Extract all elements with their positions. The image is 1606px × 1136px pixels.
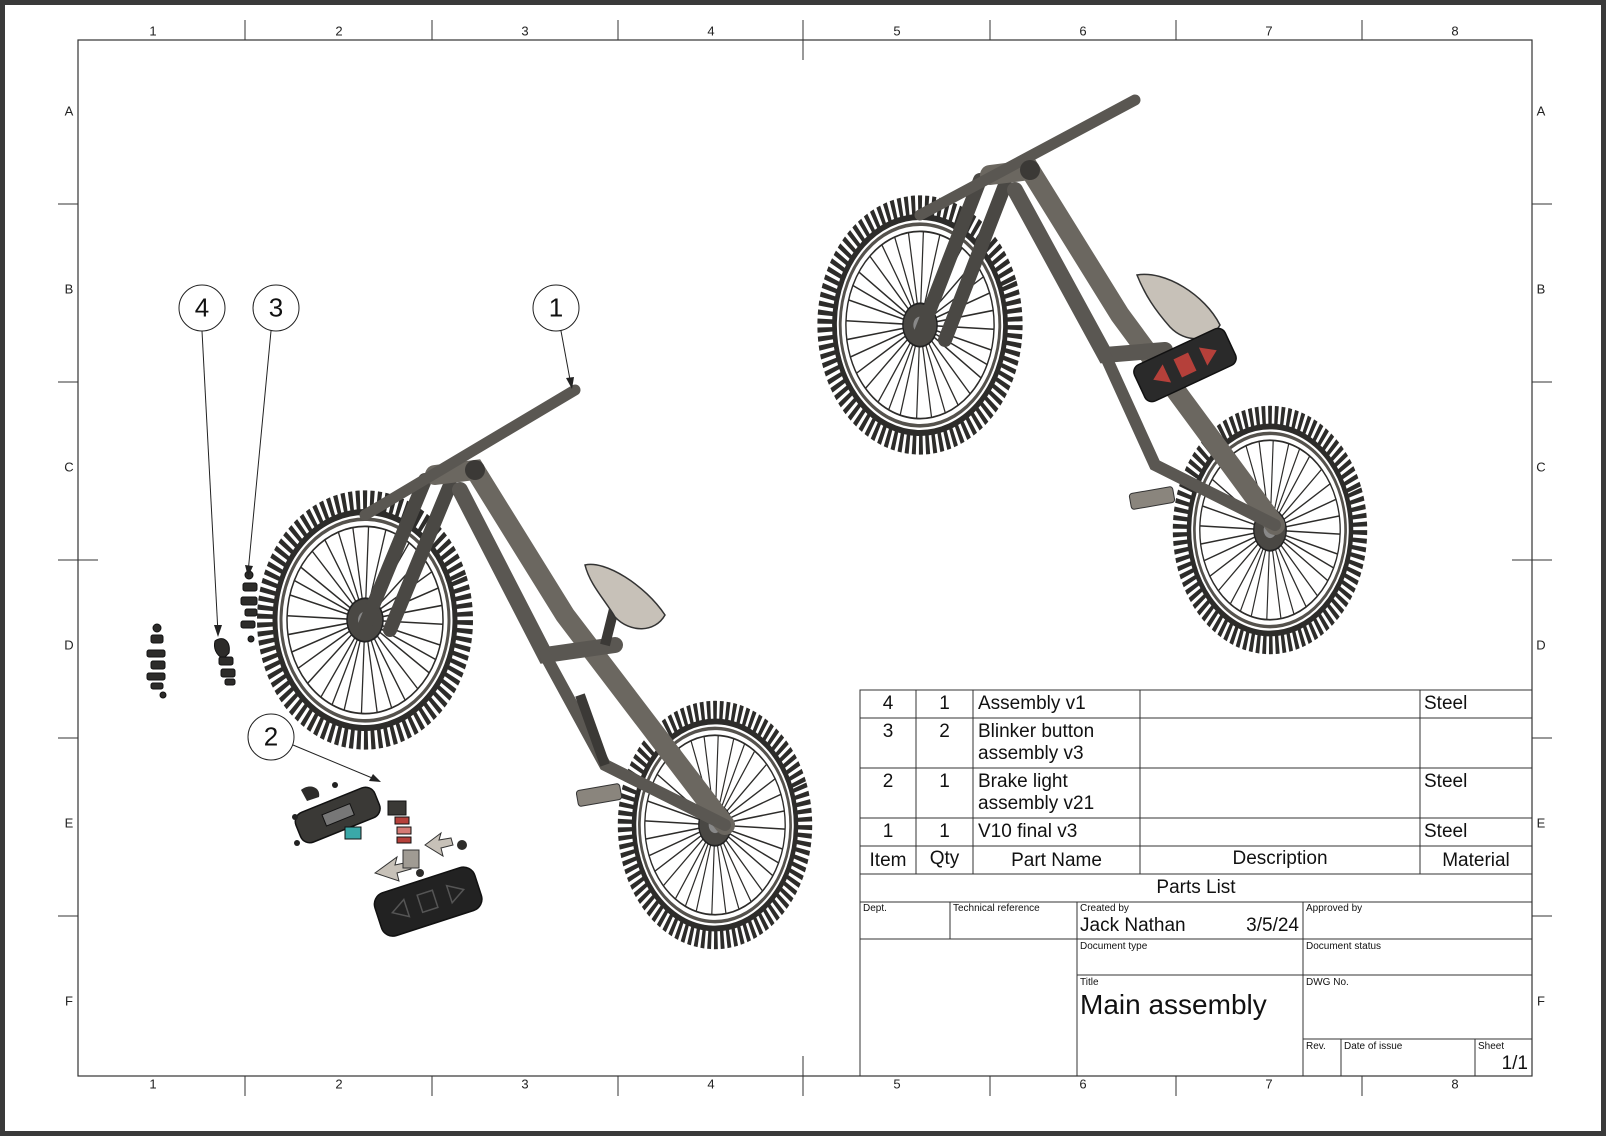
row-label-right: E: [1536, 815, 1546, 831]
drawing-title: Main assembly: [1080, 989, 1267, 1020]
balloon-4: 4: [194, 292, 210, 323]
parts-row-qty: 1: [939, 693, 950, 714]
parts-header-item: Item: [869, 850, 907, 871]
leader-arrowheads: [214, 377, 574, 782]
brake-light-parts: [292, 782, 483, 937]
dwg-no-label: DWG No.: [1306, 977, 1349, 988]
document-status-label: Document status: [1306, 941, 1382, 952]
column-ticks: [244, 20, 1363, 1096]
parts-row-item: 2: [882, 771, 894, 792]
parts-header-description: Description: [1232, 848, 1328, 869]
row-label-left: E: [64, 815, 74, 831]
bike-assembled-view: [798, 94, 1385, 677]
parts-header-material: Material: [1442, 850, 1510, 871]
sheet-value: 1/1: [1501, 1053, 1528, 1074]
parts-row-name: V10 final v3: [978, 821, 1078, 842]
column-label-top: 5: [893, 23, 901, 39]
column-label-bottom: 1: [149, 1076, 157, 1092]
balloon-leaders: [178, 284, 580, 781]
row-label-left: A: [64, 103, 74, 119]
row-ticks: [58, 203, 1552, 917]
column-label-top: 6: [1079, 23, 1087, 39]
column-label-top: 2: [335, 23, 343, 39]
created-by-value: Jack Nathan: [1080, 915, 1186, 936]
drawing-border: [77, 39, 1533, 1077]
parts-row-name: Assembly v1: [978, 693, 1086, 714]
row-label-right: C: [1536, 459, 1546, 475]
row-label-right: B: [1536, 281, 1546, 297]
balloon-3: 3: [268, 292, 284, 323]
created-date-value: 3/5/24: [1246, 915, 1299, 936]
date-of-issue-label: Date of issue: [1344, 1041, 1403, 1052]
column-label-bottom: 5: [893, 1076, 901, 1092]
row-label-right: A: [1536, 103, 1546, 119]
column-label-bottom: 3: [521, 1076, 529, 1092]
sheet-label: Sheet: [1478, 1041, 1505, 1052]
parts-row-name: Blinker button: [978, 721, 1095, 742]
rev-label: Rev.: [1306, 1041, 1326, 1052]
title-label: Title: [1080, 977, 1099, 988]
parts-row-item: 1: [882, 821, 894, 842]
column-label-top: 3: [521, 23, 529, 39]
parts-row-material: Steel: [1424, 821, 1468, 842]
parts-row-name-line2: assembly v21: [978, 793, 1095, 814]
drawing-sheet: 1 2 3 4 5 6 7 8 1 2 3 4 5 6 7 8 A B C D …: [5, 5, 1601, 1131]
column-label-top: 7: [1265, 23, 1273, 39]
parts-header-part-name: Part Name: [1011, 850, 1102, 871]
created-by-label: Created by: [1080, 903, 1129, 914]
parts-row-qty: 2: [939, 721, 950, 742]
row-label-left: D: [64, 637, 74, 653]
column-label-bottom: 2: [335, 1076, 343, 1092]
balloon-2: 2: [263, 721, 279, 752]
parts-row-item: 3: [882, 721, 894, 742]
parts-row-name: Brake light: [978, 771, 1068, 792]
row-label-right: D: [1536, 637, 1546, 653]
column-label-top: 4: [707, 23, 715, 39]
tech-ref-label: Technical reference: [953, 903, 1040, 914]
balloon-1: 1: [548, 292, 564, 323]
parts-list-title: Parts List: [1156, 877, 1236, 898]
row-label-left: C: [64, 459, 74, 475]
column-label-top: 1: [149, 23, 157, 39]
document-type-label: Document type: [1080, 941, 1148, 952]
dept-label: Dept.: [863, 903, 887, 914]
column-label-bottom: 8: [1451, 1076, 1459, 1092]
blinker-button-parts: [146, 570, 258, 699]
parts-row-qty: 1: [939, 821, 950, 842]
row-label-right: F: [1537, 993, 1545, 1009]
column-label-bottom: 4: [707, 1076, 715, 1092]
parts-row-material: Steel: [1424, 771, 1468, 792]
approved-by-label: Approved by: [1306, 903, 1363, 914]
row-label-left: F: [65, 993, 73, 1009]
parts-row-qty: 1: [939, 771, 950, 792]
parts-row-name-line2: assembly v3: [978, 743, 1084, 764]
drawing-canvas: [58, 20, 1552, 1096]
parts-header-qty: Qty: [929, 848, 960, 869]
column-label-bottom: 6: [1079, 1076, 1087, 1092]
parts-list-grid: [859, 689, 1533, 1077]
column-label-bottom: 7: [1265, 1076, 1273, 1092]
row-label-left: B: [64, 281, 74, 297]
parts-row-item: 4: [882, 693, 894, 714]
bike-exploded-view: [237, 384, 831, 972]
column-label-top: 8: [1451, 23, 1459, 39]
parts-row-material: Steel: [1424, 693, 1468, 714]
